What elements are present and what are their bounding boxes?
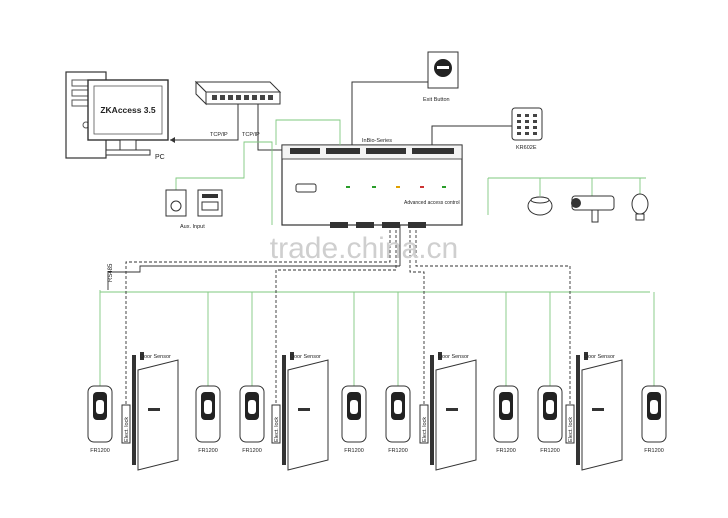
siren-icon <box>527 196 553 216</box>
pc-monitor <box>87 79 169 156</box>
exit-button-label: Exit Button <box>423 97 450 103</box>
reader-6 <box>493 385 519 443</box>
reader-label-7: FR1200 <box>540 448 560 454</box>
controller-series-label: InBio-Series <box>362 138 392 144</box>
lock-label-4: Elect. lock <box>568 417 574 442</box>
rs485-bus <box>107 265 400 290</box>
door-group-4 <box>565 352 623 471</box>
exit-button-wire <box>351 81 428 145</box>
aux-device-1 <box>165 189 187 217</box>
reader-label-1: FR1200 <box>90 448 110 454</box>
lock-label-3: Elect. lock <box>422 417 428 442</box>
reader-group <box>87 385 667 443</box>
reader-1 <box>87 385 113 443</box>
controller-panel-text: Advanced access control <box>404 200 460 206</box>
reader-label-4: FR1200 <box>344 448 364 454</box>
tcpip-label-1: TCP/IP <box>210 132 228 138</box>
door-sensor-label-2: Door Sensor <box>290 354 321 360</box>
lock-label-2: Elect. lock <box>274 417 280 442</box>
reader-5 <box>385 385 411 443</box>
watermark: trade.china.cn <box>270 232 458 265</box>
controller-panel <box>281 144 463 228</box>
pc-label: PC <box>155 154 165 161</box>
door-group-1 <box>121 352 179 471</box>
reader-3 <box>239 385 265 443</box>
rs485-label: RS485 <box>108 263 114 282</box>
tcpip-label-2: TCP/IP <box>242 132 260 138</box>
keypad-label: KR602E <box>516 145 537 151</box>
reader-drops <box>99 292 655 386</box>
lock-label-1: Elect. lock <box>124 417 130 442</box>
switch-controller-link <box>257 104 282 151</box>
network-switch <box>194 80 282 106</box>
reader-2 <box>195 385 221 443</box>
aux-device-2 <box>197 189 223 217</box>
door-group-2 <box>271 352 329 471</box>
reader-label-3: FR1200 <box>242 448 262 454</box>
reader-7 <box>537 385 563 443</box>
reader-label-6: FR1200 <box>496 448 516 454</box>
reader-label-8: FR1200 <box>644 448 664 454</box>
door-sensor-label-1: Door Sensor <box>140 354 171 360</box>
reader-bus <box>99 290 650 293</box>
reader-label-2: FR1200 <box>198 448 218 454</box>
aux-wire <box>175 141 273 225</box>
keypad-wire <box>431 125 512 145</box>
pc-switch-link <box>170 104 239 141</box>
reader-8 <box>641 385 667 443</box>
green-wire-top <box>275 119 341 145</box>
exit-button-device <box>427 51 459 89</box>
pc-software-label: ZKAccess 3.5 <box>100 105 156 115</box>
keypad-device <box>511 107 543 141</box>
door-sensor-label-3: Door Sensor <box>438 354 469 360</box>
reader-4 <box>341 385 367 443</box>
lamp-icon <box>631 193 649 221</box>
camera-icon <box>571 195 615 223</box>
door-group-3 <box>419 352 477 471</box>
lock-wires <box>125 225 571 405</box>
door-sensor-label-4: Door Sensor <box>584 354 615 360</box>
aux-input-label: Aux. Input <box>180 224 205 230</box>
reader-label-5: FR1200 <box>388 448 408 454</box>
